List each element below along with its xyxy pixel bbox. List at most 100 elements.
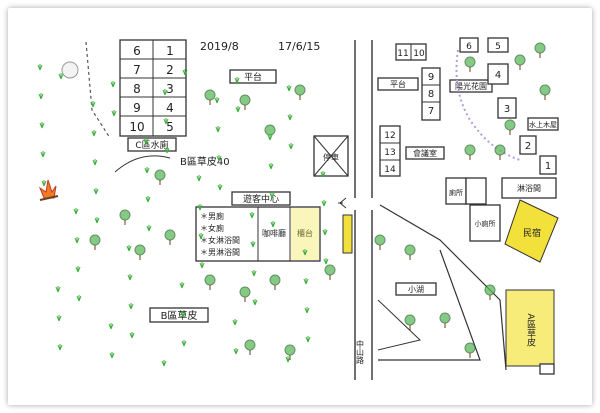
vc-item-1: ＊女廁	[200, 223, 224, 233]
vc-side-counter: 櫃台	[297, 228, 313, 238]
right-mid-sites: 11 10 9 8 7 12 13 14	[379, 43, 441, 177]
garden-sign	[449, 79, 493, 93]
tree-icon	[284, 344, 296, 356]
site-r12: 12	[384, 131, 395, 141]
site-5: 5	[166, 120, 174, 134]
grass-tuft-icon	[235, 106, 241, 113]
site-f1: 1	[545, 161, 551, 172]
c-toilet-label: C區水廁	[135, 139, 168, 151]
grass-tuft-icon	[39, 122, 45, 129]
grass-tuft-icon	[164, 147, 170, 154]
tree-icon	[464, 342, 476, 354]
tree-icon	[239, 286, 251, 298]
grass-tuft-icon	[196, 175, 202, 182]
site-f4: 4	[495, 70, 501, 81]
grass-tuft-icon	[94, 217, 100, 224]
tree-icon	[504, 119, 516, 131]
small-toilet-label: 小廁所	[475, 219, 496, 228]
tree-icon	[204, 274, 216, 286]
tree-icon	[404, 314, 416, 326]
tree-icon	[484, 284, 496, 296]
vc-item-2: ＊女淋浴間	[200, 235, 240, 245]
grass-tuft-icon	[233, 348, 239, 355]
grass-tuft-icon	[251, 270, 257, 277]
grass-tuft-icon	[76, 295, 82, 302]
site-1: 1	[166, 44, 174, 58]
grass-tuft-icon	[40, 151, 46, 158]
grass-tuft-icon	[287, 114, 293, 121]
hut-sign	[527, 117, 559, 131]
tree-icon	[164, 229, 176, 241]
grass-tuft-icon	[92, 159, 98, 166]
grass-tuft-icon	[182, 69, 188, 76]
site-r13: 13	[384, 148, 395, 158]
grass-tuft-icon	[267, 134, 273, 141]
grass-tuft-icon	[91, 130, 97, 137]
site-r8: 8	[428, 89, 434, 100]
grass-tuft-icon	[197, 204, 203, 211]
road-label: 中山路	[356, 339, 365, 364]
tree-icon	[514, 54, 526, 66]
site-4: 4	[166, 101, 174, 115]
grass-tuft-icon	[179, 282, 185, 289]
grass-tuft-icon	[37, 64, 43, 71]
grass-tuft-icon	[216, 155, 222, 162]
grass-tuft-icon	[288, 143, 294, 150]
lodge-label: 民宿	[523, 227, 541, 239]
grass-icons	[37, 64, 329, 367]
grass-tuft-icon	[286, 85, 292, 92]
site-6: 6	[133, 44, 141, 58]
b-camp-40-label: B區草皮40	[180, 155, 230, 168]
grass-tuft-icon	[268, 163, 274, 170]
tree-icon	[404, 244, 416, 256]
road-diagonal	[379, 204, 507, 371]
site-r10: 10	[413, 49, 425, 59]
grass-tuft-icon	[161, 360, 167, 367]
top-center-sign	[229, 69, 277, 84]
vc-item-0: ＊男廁	[200, 211, 224, 221]
tree-icon	[134, 244, 146, 256]
grass-tuft-icon	[126, 245, 132, 252]
hall-label: 會議室	[413, 148, 437, 158]
grass-tuft-icon	[110, 81, 116, 88]
site-8: 8	[133, 82, 141, 96]
tree-icon	[439, 312, 451, 324]
site-9: 9	[133, 101, 141, 115]
site-r7: 7	[428, 106, 434, 117]
grass-tuft-icon	[129, 332, 135, 339]
visitor-center-label: 遊客中心	[243, 193, 279, 205]
grass-tuft-icon	[41, 180, 47, 187]
road-loop	[378, 249, 481, 361]
site-r9: 9	[428, 72, 434, 83]
grass-tuft-icon	[234, 77, 240, 84]
grass-tuft-icon	[108, 323, 114, 330]
site-f6: 6	[466, 42, 472, 52]
a-grass-label: A區草皮	[525, 313, 536, 347]
tree-icon	[264, 124, 276, 136]
tree-icon	[494, 144, 506, 156]
grass-tuft-icon	[128, 303, 134, 310]
grass-tuft-icon	[181, 340, 187, 347]
flow-arrow	[114, 155, 171, 173]
grass-tuft-icon	[73, 208, 79, 215]
campfire-icon	[38, 179, 59, 201]
grass-tuft-icon	[109, 352, 115, 359]
b-grass-sign	[149, 307, 209, 323]
bath-right-label: 淋浴間	[517, 183, 541, 193]
grass-tuft-icon	[303, 278, 309, 285]
tree-icon	[204, 89, 216, 101]
mid-house-label: 平台	[390, 79, 406, 89]
site-f2: 2	[525, 141, 531, 152]
tree-icon	[244, 339, 256, 351]
tree-icon	[269, 274, 281, 286]
grass-tuft-icon	[38, 93, 44, 100]
visitor-center-sign	[231, 191, 291, 206]
small-toilet-building	[469, 204, 501, 242]
grass-tuft-icon	[302, 249, 308, 256]
grass-tuft-icon	[321, 200, 327, 207]
b-grass-label: B區草皮	[161, 309, 198, 322]
grass-tuft-icon	[320, 171, 326, 178]
grass-tuft-icon	[304, 307, 310, 314]
grass-tuft-icon	[269, 192, 275, 199]
grass-tuft-icon	[163, 118, 169, 125]
